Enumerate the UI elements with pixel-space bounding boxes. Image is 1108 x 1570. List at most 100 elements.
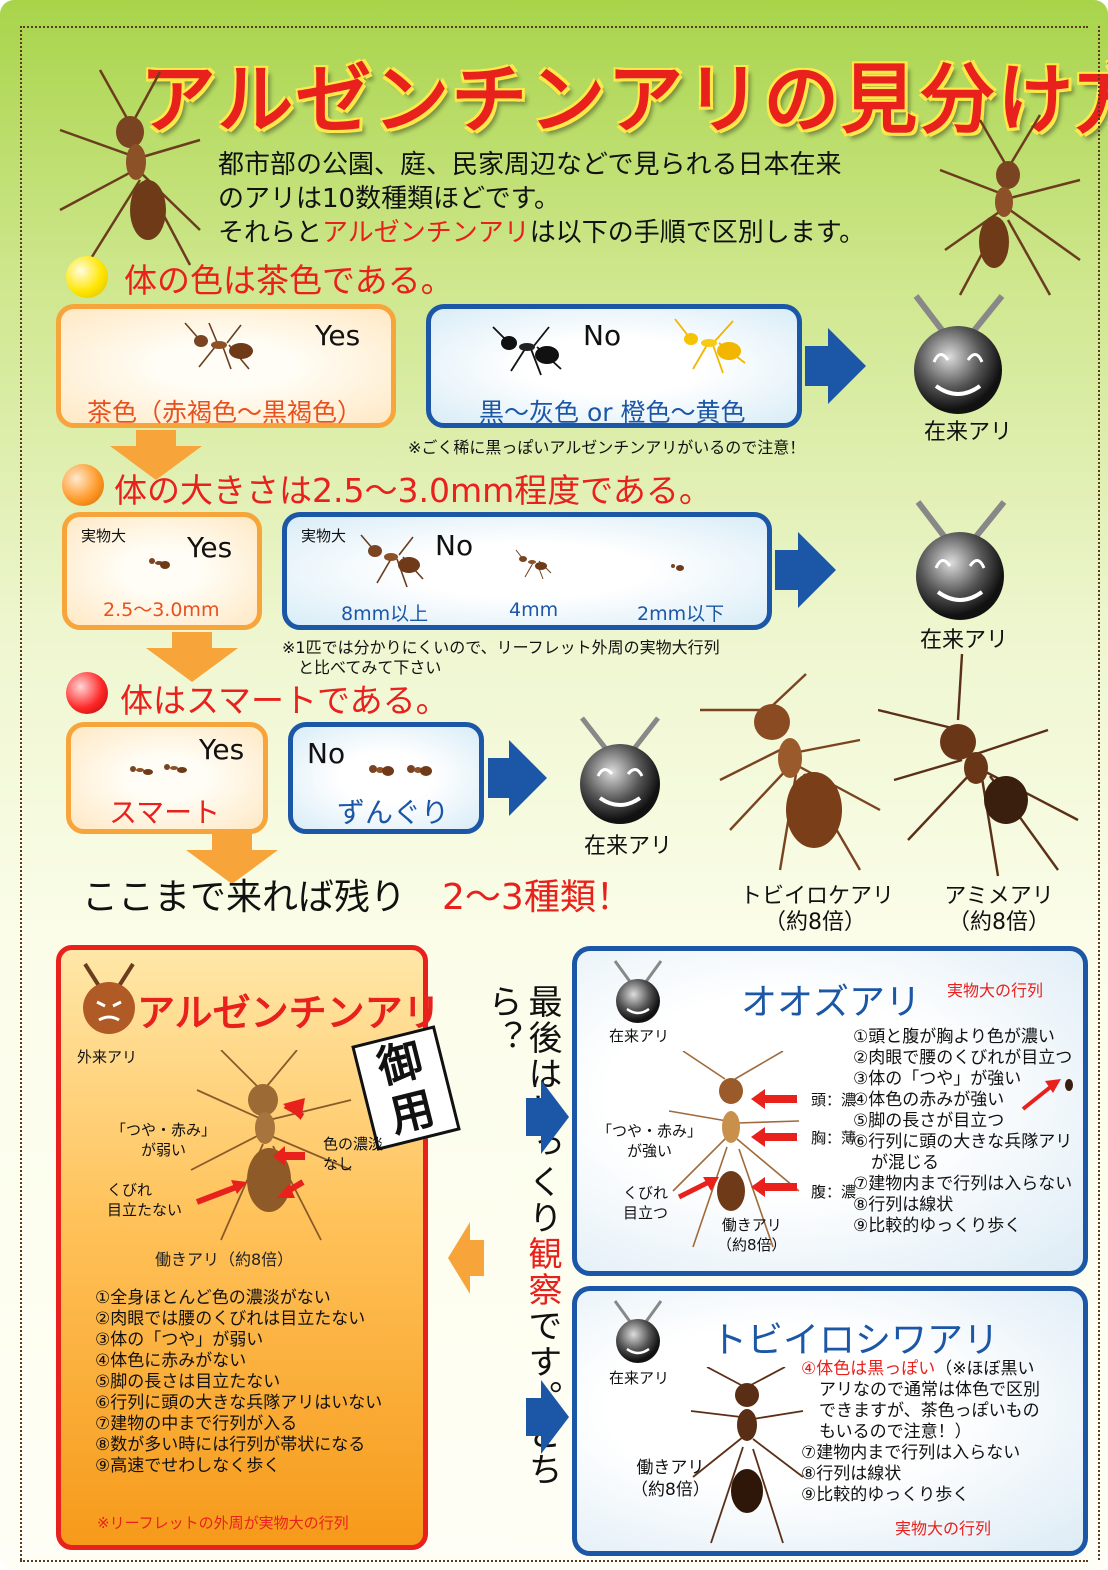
ooz-title: オオズアリ <box>741 982 922 1023</box>
step2-note-2: と比べてみて下さい <box>298 658 442 677</box>
callout-gloss-weak: 「つや・赤み」が弱い <box>111 1121 217 1159</box>
step1-note: ※ごく稀に黒っぽいアルゼンチンアリがいるので注意！ <box>408 438 806 457</box>
argentine-panel: アルゼンチンアリ 外来アリ 御用 「つや・赤み」が弱い 色の濃淡なし <box>56 945 461 1550</box>
red-ball-icon <box>66 672 108 714</box>
tobiiro-title: トビイロシワアリ <box>711 1320 1000 1361</box>
arrow-right-ooz <box>526 1098 542 1136</box>
border-ant-row-top <box>20 26 1088 28</box>
step1-yes-text: 茶色（赤褐色～黒褐色） <box>87 398 363 427</box>
ooz-panel: 在来アリ オオズアリ 実物大の行列 頭：濃 胸：薄 腹：濃 「つや・赤み」が強い <box>572 946 1088 1276</box>
species-tobiiroke: トビイロケアリ （約8倍） <box>740 884 895 935</box>
native-ant-face-icon <box>613 1300 663 1363</box>
size-4mm: 4mm <box>509 599 559 621</box>
step3-no-text: ずんぐり <box>337 796 450 829</box>
callout-no-shading: 色の濃淡なし <box>323 1135 384 1173</box>
argentine-caption: 働きアリ（約8倍） <box>155 1250 294 1269</box>
step3-yes-label: Yes <box>199 733 245 766</box>
soldier-ant-arrow <box>1021 1079 1073 1111</box>
tiny-ant-icon <box>149 558 170 569</box>
border-ant-row-left <box>20 26 22 1560</box>
page-title: アルゼンチンアリの見分け方 <box>140 55 1108 144</box>
size-2mm: 2mm以下 <box>637 603 725 625</box>
ooz-head-dark: 頭：濃 <box>811 1091 857 1109</box>
arrow-right-head-1 <box>828 328 866 404</box>
step3-no-label: No <box>307 737 346 770</box>
real-size-tag: 実物大 <box>301 527 347 545</box>
arrow-right-head-ooz <box>541 1080 569 1154</box>
step1-no-label: No <box>583 319 622 352</box>
step2-heading: 体の大きさは2.5～3.0mm程度である。 <box>114 471 712 510</box>
argentine-points: ①全身ほとんど色の濃淡がない ②肉眼では腰のくびれは目立たない ③体の「つや」が… <box>95 1288 383 1476</box>
brown-ant-icon <box>184 322 253 370</box>
arrow-right-head-3 <box>509 740 547 816</box>
ooz-caption: 働きアリ（約8倍） <box>717 1216 787 1254</box>
step2-note-1: ※1匹では分かりにくいので、リーフレット外周の実物大行列 <box>282 638 720 657</box>
arrow-right-tobiiro <box>526 1398 542 1436</box>
stout-ants-icon <box>369 765 432 776</box>
step3-yes-text: スマート <box>109 796 221 829</box>
native-ant-face-icon <box>580 716 660 824</box>
small-ant-icon <box>671 564 684 571</box>
orange-ball-icon <box>62 464 104 506</box>
ooz-gaster-dark: 腹：濃 <box>811 1183 857 1201</box>
ooz-ant-photo <box>668 1051 800 1248</box>
ooz-native-tag: 在来アリ <box>609 1027 670 1045</box>
intro-line-3: それらとアルゼンチンアリは以下の手順で区別します。 <box>218 218 866 248</box>
foreign-ant-face-icon <box>83 962 135 1034</box>
ant-photo-right <box>939 114 1081 296</box>
step3-heading: 体はスマートである。 <box>120 681 449 720</box>
large-ant-icon <box>360 534 424 588</box>
callout-arrows <box>195 1098 305 1205</box>
native-ant-face-icon <box>915 500 1007 620</box>
amime-ant-photo <box>878 653 1079 877</box>
ooz-thorax-light: 胸：薄 <box>811 1129 857 1147</box>
tobiiro-points: ④体色は黒っぽい（※ほぼ黒い アリなので通常は体色で区別 できますが、茶色っぽい… <box>801 1359 1040 1505</box>
size-8mm: 8mm以上 <box>341 603 429 625</box>
black-ant-icon <box>492 326 562 376</box>
arrow-right-head-tobiiro <box>541 1380 569 1454</box>
callout-waist-unclear: くびれ目立たない <box>107 1181 183 1219</box>
step1-yes-box: Yes 茶色（赤褐色～黒褐色） <box>56 304 396 428</box>
ooz-real-size-label: 実物大の行列 <box>947 981 1044 1000</box>
intro-text: 都市部の公園、庭、民家周辺などで見られる日本在来 のアリは10数種類ほどです。 … <box>218 148 918 250</box>
step3-no-box: No ずんぐり <box>288 722 484 834</box>
arrow-right-head-2 <box>798 532 836 608</box>
arrow-right-2 <box>775 550 799 590</box>
down-arrow-1 <box>110 446 202 480</box>
yellow-ball-icon <box>66 256 108 298</box>
step3-yes-box: Yes スマート <box>66 722 268 834</box>
argentine-footnote: ※リーフレットの外周が実物大の行列 <box>97 1514 349 1532</box>
ooz-callout-arrows <box>751 1089 797 1197</box>
ooz-waist-arrow <box>677 1177 719 1200</box>
step2-yes-box: 実物大 Yes 2.5～3.0mm <box>62 512 262 630</box>
border-ant-row-bottom <box>20 1560 1088 1562</box>
species-amime: アミメアリ （約8倍） <box>944 884 1054 935</box>
arrow-left-argentine-head <box>448 1222 470 1294</box>
tobiiro-native-tag: 在来アリ <box>609 1369 670 1387</box>
tobiiroke-ant-photo <box>700 673 881 871</box>
step1-no-text: 黒～灰色 or 橙色～黄色 <box>479 398 746 427</box>
step2-no-label: No <box>435 529 474 562</box>
step1-heading: 体の色は茶色である。 <box>124 261 454 300</box>
down-arrow-stem-2 <box>172 632 212 650</box>
native-caption-1: 在来アリ <box>924 420 1013 445</box>
medium-ant-icon <box>515 549 552 580</box>
tobiiro-ant-photo <box>690 1367 804 1544</box>
arrow-right-1 <box>805 346 829 386</box>
arrow-right-3 <box>488 758 510 798</box>
border-ant-row-right <box>1098 26 1100 1560</box>
slim-ants-icon <box>130 764 187 775</box>
native-caption-2: 在来アリ <box>920 628 1009 653</box>
down-arrow-3 <box>186 850 278 884</box>
intro-line-1: 都市部の公園、庭、民家周辺などで見られる日本在来 <box>218 150 842 180</box>
intro-line-2: のアリは10数種類ほどです。 <box>218 184 560 214</box>
ant-photo-left <box>59 69 201 266</box>
ooz-points: ①頭と腹が胸より色が濃い ②肉眼で腰のくびれが目立つ ③体の「つや」が強い ④体… <box>853 1027 1073 1236</box>
step1-no-box: No 黒～灰色 or 橙色～黄色 <box>426 304 802 428</box>
ooz-callout-gloss: 「つや・赤み」が強い <box>597 1122 703 1160</box>
step2-yes-text: 2.5～3.0mm <box>103 599 220 621</box>
tobiiro-panel: 在来アリ トビイロシワアリ 働きアリ（約8倍） ④体色は黒っぽい（※ほぼ黒い ア… <box>572 1286 1088 1556</box>
foreign-ant-tag: 外来アリ <box>77 1048 138 1066</box>
yellow-ant-icon <box>674 318 746 374</box>
